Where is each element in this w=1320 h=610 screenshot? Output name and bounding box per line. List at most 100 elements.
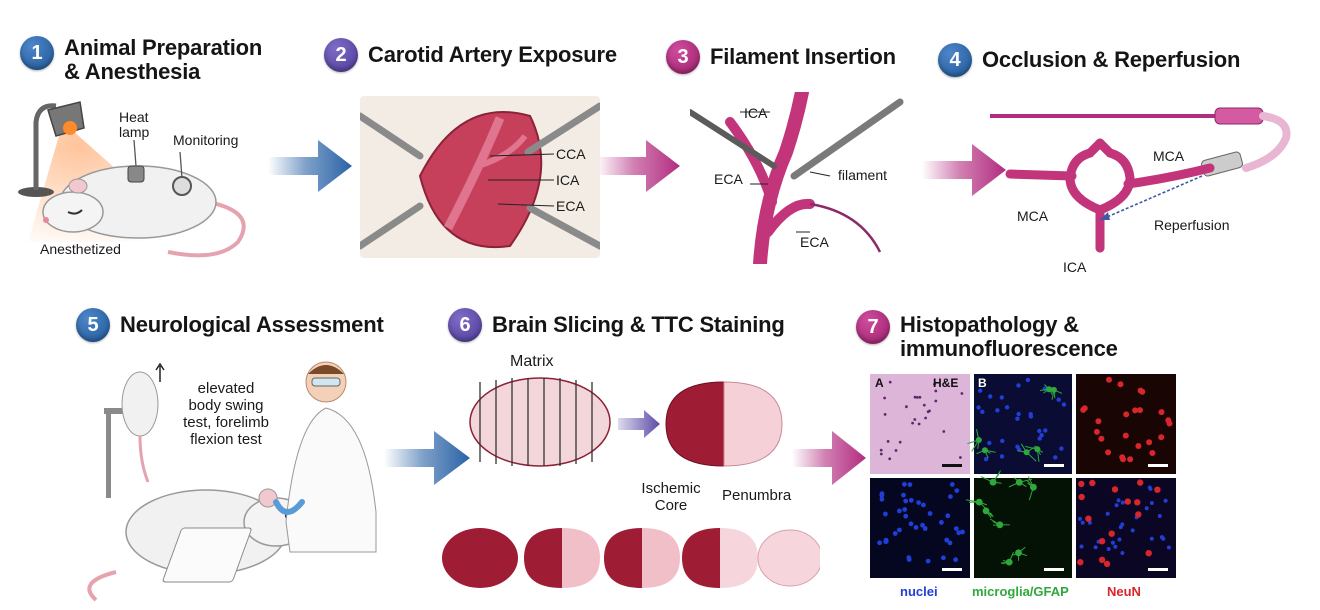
nuclei-dot xyxy=(925,558,931,564)
legend-microglia-gfap-label: microglia/GFAP xyxy=(972,584,1069,599)
researcher-hair xyxy=(308,365,344,374)
nuclei-dot xyxy=(941,555,946,561)
merge-neun-dot xyxy=(1111,486,1119,493)
scale-bar-gfap-merge xyxy=(1044,464,1064,467)
glial-process xyxy=(1026,451,1037,462)
glial-process xyxy=(1053,389,1063,394)
merge-neun-dot xyxy=(1077,559,1084,566)
he-nucleus-dot xyxy=(915,396,919,399)
merge-nucleus-dot xyxy=(1000,438,1005,444)
glial-process xyxy=(979,501,987,506)
glial-process xyxy=(976,428,980,441)
panel-b-label: B xyxy=(978,376,987,390)
merge-neun-dot xyxy=(1145,550,1152,557)
nuclei-dot xyxy=(953,526,959,531)
merge-nuclei-dot xyxy=(1105,511,1110,516)
clipboard-grid-icon xyxy=(162,527,252,583)
neun-cell-dot xyxy=(1105,449,1112,456)
he-nucleus-dot xyxy=(879,448,883,452)
nuclei-dot xyxy=(892,531,898,536)
glial-process xyxy=(978,501,986,509)
step-3-eca-bottom-label: ECA xyxy=(800,234,829,250)
merge-nuclei-dot xyxy=(1157,514,1162,518)
merge-neun-dot xyxy=(1124,498,1131,505)
glial-process xyxy=(1028,487,1034,501)
step-7-microscopy-grid xyxy=(870,374,1176,578)
nuclei-dot xyxy=(916,500,921,505)
step-2-cca-label: CCA xyxy=(556,146,586,162)
step-1-title: Animal Preparation & Anesthesia xyxy=(64,36,262,84)
merge-nucleus-dot xyxy=(988,394,993,399)
he-nucleus-dot xyxy=(918,395,922,399)
he-nucleus-dot xyxy=(888,380,892,384)
he-nucleus-dot xyxy=(928,409,931,413)
nuclei-dot xyxy=(954,488,960,493)
step-1-anesthetized-label: Anesthetized xyxy=(40,241,121,257)
step-6-penumbra-label: Penumbra xyxy=(722,487,792,504)
neun-cell-dot xyxy=(1123,411,1130,418)
merge-neun-dot xyxy=(1098,538,1106,545)
step-4-mca-right-label: MCA xyxy=(1153,148,1185,164)
glial-process xyxy=(1026,445,1037,453)
glial-process xyxy=(985,510,994,517)
he-nucleus-dot xyxy=(913,395,917,399)
nuclei-dot xyxy=(883,511,888,517)
he-nucleus-dot xyxy=(917,422,921,426)
step-6-title: Brain Slicing & TTC Staining xyxy=(492,312,785,337)
reperfusion-filament-path xyxy=(1099,175,1203,221)
step-6-matrix-label: Matrix xyxy=(510,353,554,370)
merge-nucleus-dot xyxy=(1016,383,1021,388)
merge-neun-dot xyxy=(1154,486,1161,493)
nuclei-dot xyxy=(939,520,944,525)
suspended-rat-icon xyxy=(121,371,159,437)
nuclei-dot xyxy=(879,491,885,496)
he-nucleus-dot xyxy=(911,421,914,425)
scale-bar-he xyxy=(942,464,962,467)
suspension-bar xyxy=(104,408,138,414)
step-1-header: 1 Animal Preparation & Anesthesia xyxy=(20,36,262,84)
merge-nucleus-dot xyxy=(978,388,983,393)
step-5-number-badge: 5 xyxy=(76,308,110,342)
test-description-line4: flexion test xyxy=(190,431,262,448)
merge-nucleus-dot xyxy=(1053,455,1058,460)
merge-nucleus-dot xyxy=(1039,433,1044,438)
label-leader-lines xyxy=(740,111,831,233)
step-6-illustration xyxy=(442,377,820,588)
label-leader-lines xyxy=(488,153,555,207)
merge-nucleus-dot xyxy=(1028,414,1034,419)
nuclei-dot xyxy=(944,537,950,543)
step-7-header: 7 Histopathology & immunofluorescence xyxy=(856,310,1118,361)
neun-cell-dot xyxy=(1093,428,1100,435)
he-nucleus-dot xyxy=(942,430,946,433)
merge-nucleus-dot xyxy=(987,440,992,446)
suspension-stand xyxy=(106,408,111,498)
merge-neun-dot xyxy=(1078,493,1085,501)
he-nucleus-dot xyxy=(898,440,902,444)
matrix-slice-lines xyxy=(479,378,593,466)
ttc-slice-1 xyxy=(442,528,518,588)
step-3-filament-label: filament xyxy=(838,167,888,183)
step-4-title: Occlusion & Reperfusion xyxy=(982,47,1241,72)
arrow-step5-to-step6 xyxy=(384,431,470,485)
ttc-slice-infarct-half xyxy=(665,381,725,467)
merge-nuclei-dot xyxy=(1163,498,1168,503)
lamp-bulb xyxy=(63,121,77,135)
rat-ear xyxy=(258,488,278,508)
merge-nucleus-dot xyxy=(1037,436,1042,441)
nuclei-dot xyxy=(902,507,908,512)
neun-cell-dot xyxy=(1127,456,1134,463)
catheter-hub-icon xyxy=(1214,107,1264,125)
step-2-number-badge: 2 xyxy=(324,38,358,72)
neun-cell-dot xyxy=(1149,450,1156,456)
nuclei-dot xyxy=(897,508,902,514)
glial-process xyxy=(1028,476,1034,488)
step-3-eca-top-label: ECA xyxy=(714,171,743,187)
rat-ear xyxy=(68,178,88,194)
glial-process xyxy=(1008,481,1020,488)
nuclei-dot xyxy=(901,492,906,498)
merge-nucleus-dot xyxy=(976,405,981,410)
merge-nuclei-dot xyxy=(1078,516,1082,521)
step-4-header: 4 Occlusion & Reperfusion xyxy=(938,43,1240,77)
step-5-illustration xyxy=(87,361,377,602)
arrow-step3-to-step4 xyxy=(922,144,1006,196)
